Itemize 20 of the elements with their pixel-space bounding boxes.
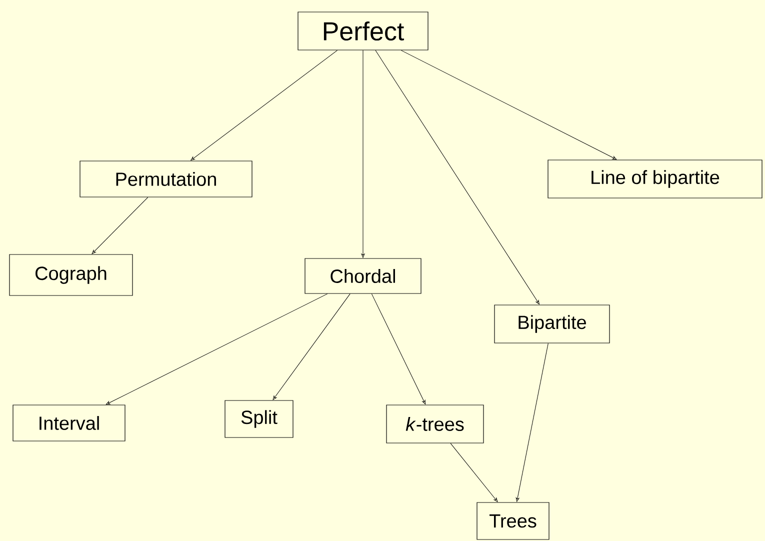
class-box: Permutation [80,160,252,198]
arrow [190,50,338,161]
arrow [371,294,426,404]
class-box: k-trees [386,404,484,444]
class-box: Line of bipartite [548,160,762,198]
class-box: Bipartite [494,304,610,344]
class-box: Split [224,400,294,438]
arrow [106,294,328,405]
class-box: Cograph [9,254,133,296]
class-box: Interval [12,404,126,442]
arrow [375,50,540,304]
class-box: Chordal [304,258,422,294]
arrow [400,50,617,160]
arrow [450,443,498,502]
arrow [516,343,548,502]
class-box: Perfect [298,12,428,50]
arrow [272,294,350,400]
arrow [92,197,148,254]
class-box: Trees [476,502,550,540]
arrow [361,50,365,258]
